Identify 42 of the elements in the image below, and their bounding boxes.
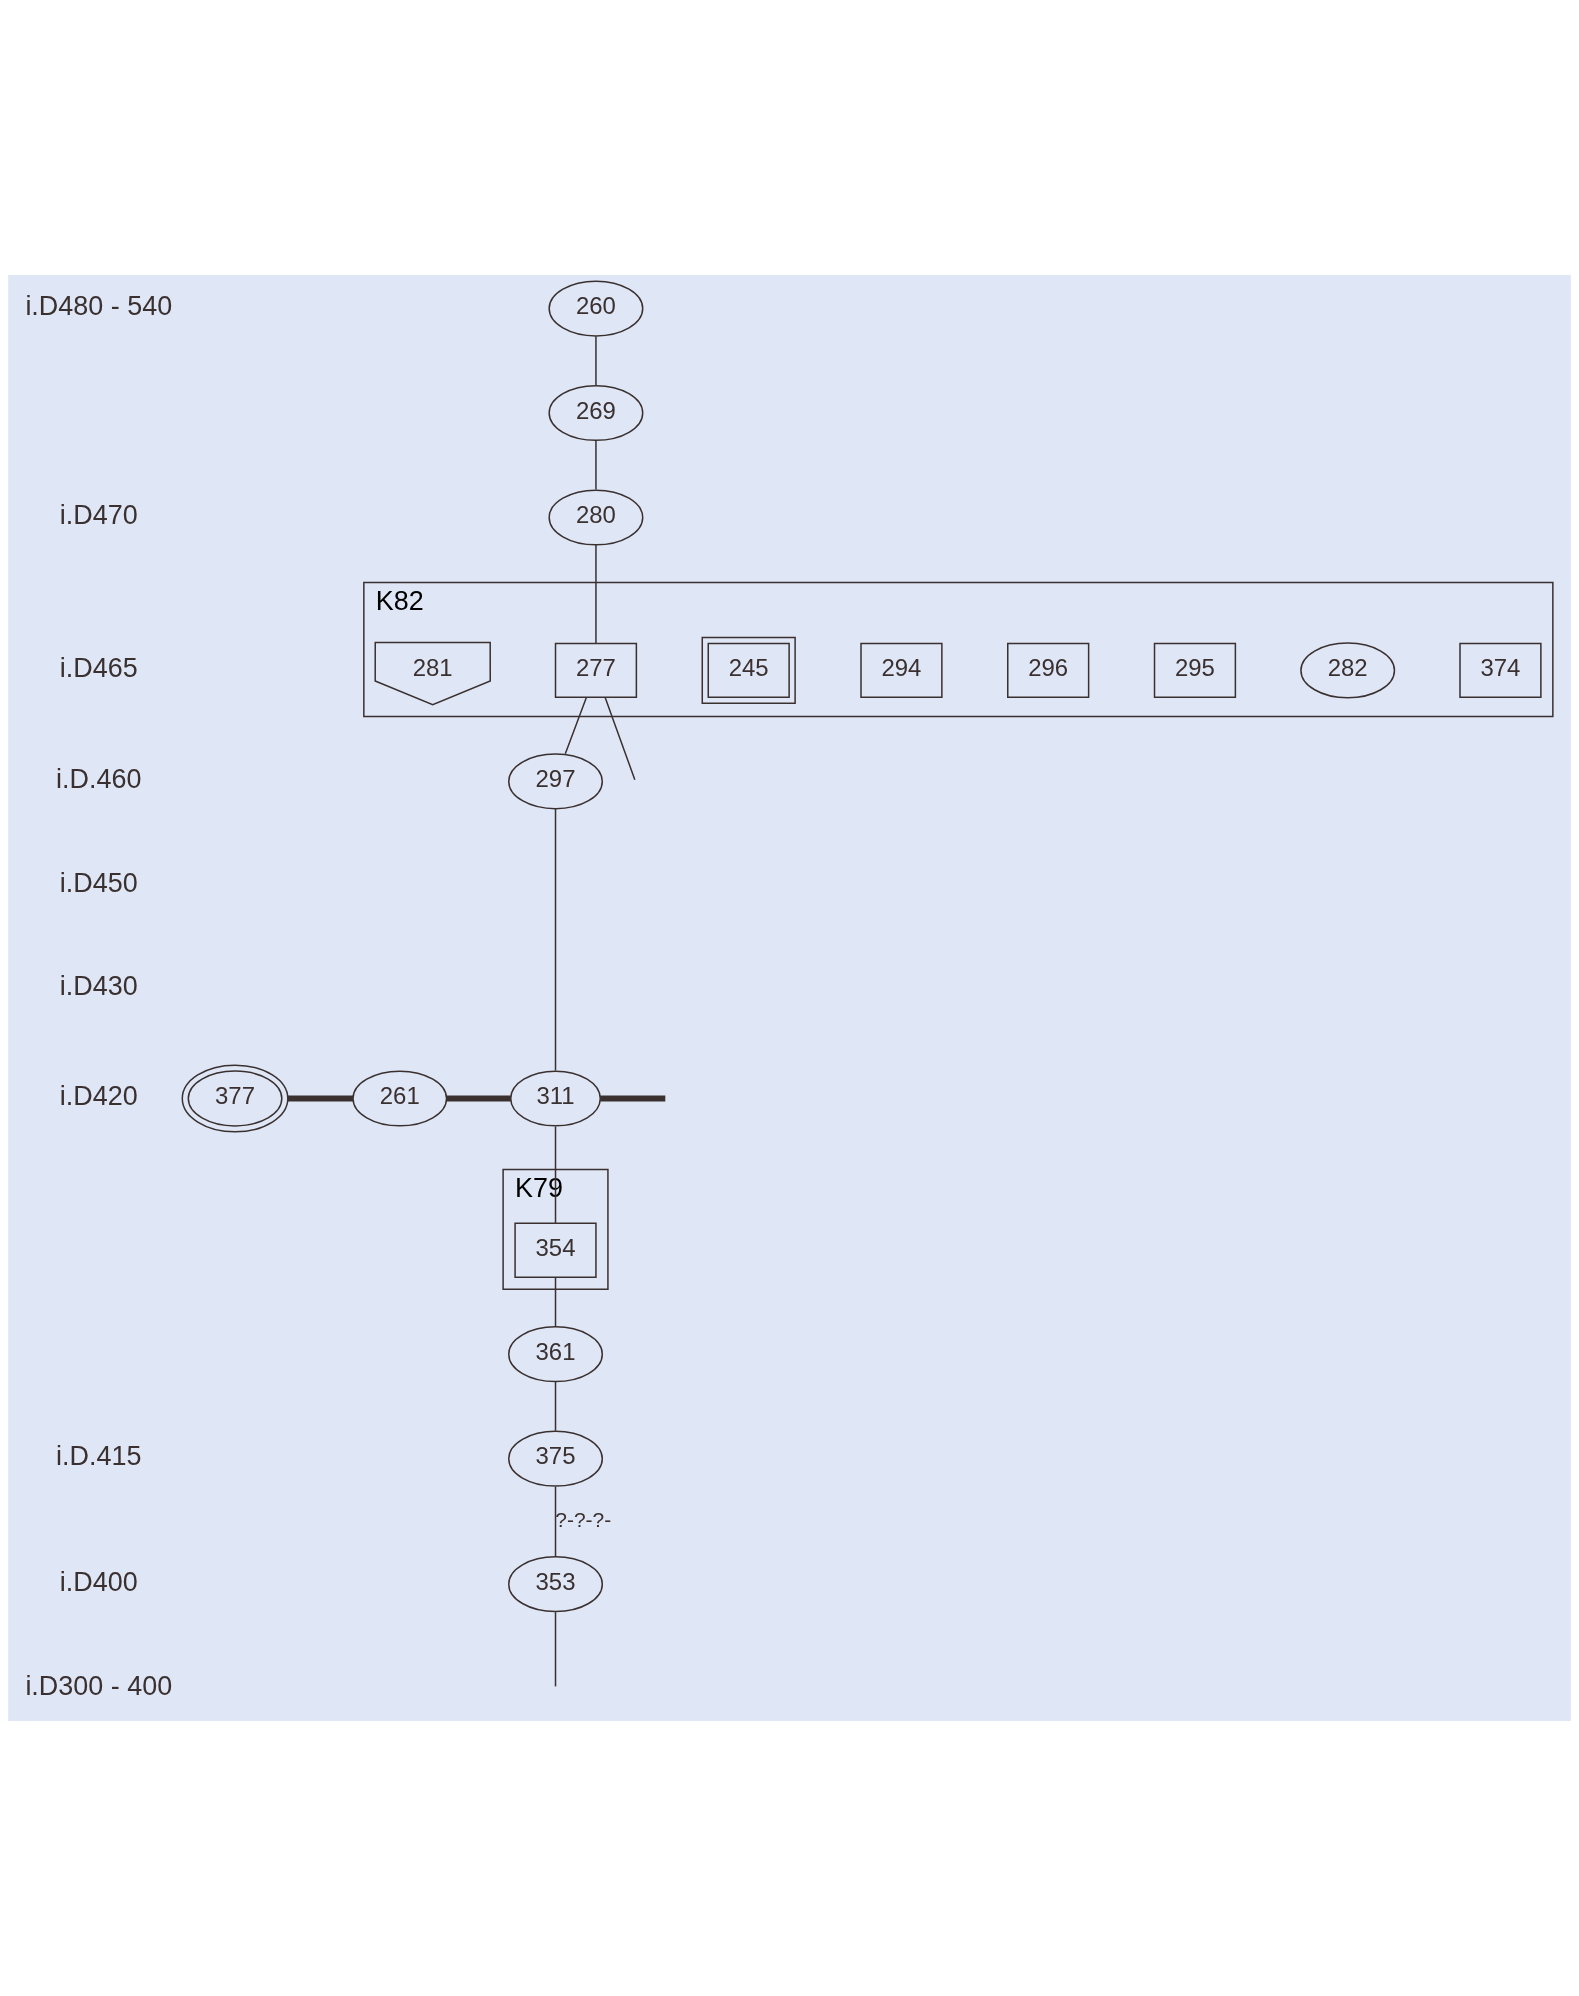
node-box: 277 <box>554 642 638 699</box>
node-ellipse: 280 <box>548 489 644 546</box>
connector <box>554 1486 557 1558</box>
label: i.D300 - 400 <box>25 1670 173 1701</box>
connector <box>554 1381 557 1432</box>
label: i.D400 <box>59 1566 138 1597</box>
label: i.D.415 <box>56 1441 142 1472</box>
node-box: 354 <box>514 1222 597 1279</box>
node-ellipse: 260 <box>548 280 644 337</box>
connector <box>287 1095 353 1102</box>
label: i.D450 <box>59 867 138 898</box>
node-ellipse: 377 <box>181 1064 289 1133</box>
node-box: 295 <box>1153 642 1237 699</box>
node-ellipse: 375 <box>508 1430 604 1487</box>
node-box: 294 <box>860 642 943 699</box>
connector <box>604 696 636 781</box>
label: i.D.460 <box>56 763 142 794</box>
connector <box>554 808 557 1072</box>
node-ellipse: 261 <box>352 1070 448 1127</box>
label: i.D420 <box>59 1081 138 1112</box>
label: i.D465 <box>59 652 138 683</box>
node-box: 245 <box>701 636 796 705</box>
connector <box>554 1276 557 1327</box>
node-ellipse: 311 <box>510 1070 602 1127</box>
connector <box>554 1611 557 1688</box>
label: i.D470 <box>59 500 138 531</box>
node-ellipse: 297 <box>508 753 604 810</box>
connector <box>564 696 588 755</box>
connector <box>595 544 597 644</box>
label: i.D430 <box>59 971 138 1002</box>
node-box: 296 <box>1007 642 1090 699</box>
connector <box>595 439 597 491</box>
node-ellipse: 353 <box>508 1556 604 1613</box>
node-ellipse: 269 <box>548 384 644 442</box>
node-box: 374 <box>1459 642 1542 699</box>
connector <box>446 1095 511 1102</box>
edge-label: ?-?-?- <box>555 1507 612 1531</box>
label: i.D480 - 540 <box>25 291 173 322</box>
connector <box>600 1095 666 1102</box>
node-ellipse: 282 <box>1300 642 1396 699</box>
node-ellipse: 361 <box>508 1326 604 1383</box>
connector <box>595 335 597 386</box>
